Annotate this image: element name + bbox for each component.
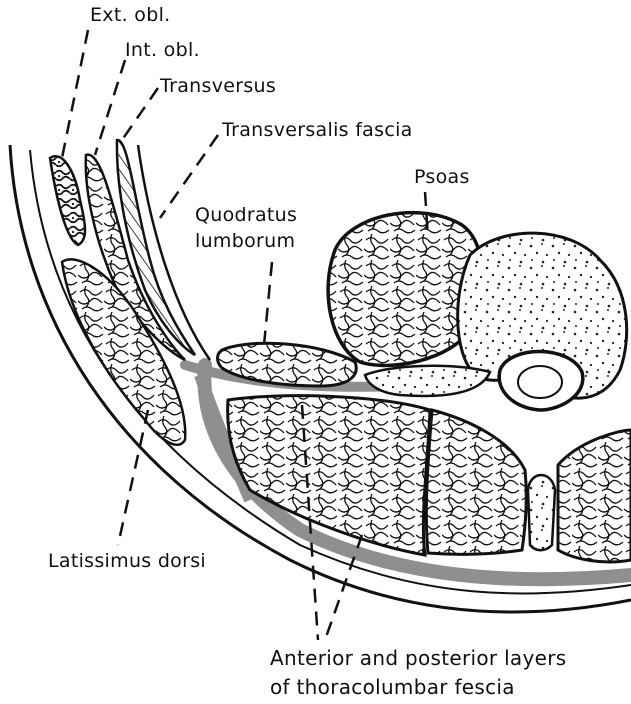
spinal-cord <box>518 366 562 398</box>
spinous-process <box>528 475 555 550</box>
leader-ext-obl <box>62 30 88 158</box>
leader-latissimus <box>118 410 148 545</box>
transverse-process <box>365 366 490 396</box>
label-fascia-line1: Anterior and posterior layers <box>270 647 566 670</box>
label-transversalis-fascia: Transversalis fascia <box>222 120 413 142</box>
external-oblique-muscle <box>50 156 85 245</box>
label-quadratus-line2: lumborum <box>195 231 295 253</box>
leader-quadratus <box>264 262 272 345</box>
label-latissimus-dorsi: Latissimus dorsi <box>48 551 206 573</box>
label-transversus: Transversus <box>160 76 276 98</box>
label-ext-obl: Ext. obl. <box>90 5 170 27</box>
label-int-obl: Int. obl. <box>125 40 200 62</box>
label-fascia-line2: of thoracolumbar fescia <box>270 676 515 699</box>
label-psoas: Psoas <box>414 167 470 189</box>
multifidus-muscle <box>426 410 526 554</box>
right-back-muscle <box>558 430 631 562</box>
leader-transversus <box>122 88 158 140</box>
erector-spinae-muscle <box>228 396 430 555</box>
label-quadratus-line1: Quodratus <box>195 205 297 227</box>
